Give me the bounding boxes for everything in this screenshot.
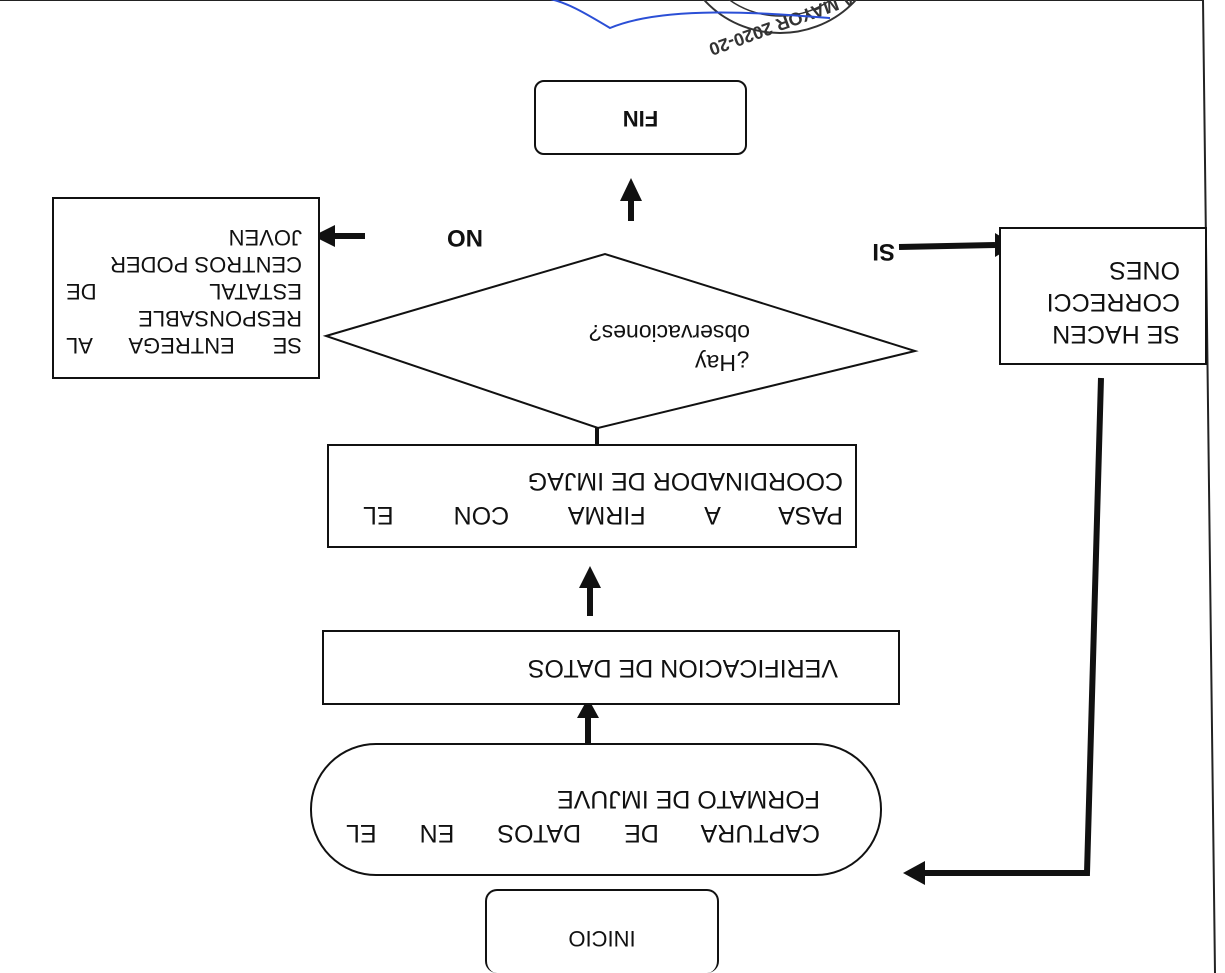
arrowhead [313,225,335,247]
delivery-line-2: RESPONSABLE [138,306,302,331]
arrowhead [903,861,925,885]
corrections-line-1: SE HACEN [1052,320,1180,348]
stamp-text: A MAYOR 2020-20 [706,0,857,59]
delivery-line-5: JOVEN [228,225,302,250]
verification-label: VERIFICACION DE DATOS [527,654,838,682]
corrections-node: SE HACEN CORRECCI ONES [999,227,1207,365]
start-label: INICIO [568,926,636,951]
delivery-line-1: SE ENTREGA AL [66,333,302,358]
capture-line-2: FORMATO DE IMJUVE [557,785,820,813]
signature-step-line-2: COORDINADOR DE IMJAG [527,467,843,495]
end-label: FIN [622,106,659,131]
corrections-line-2: CORRECCI [1046,288,1180,316]
capture-data-node: CAPTURA DE DATOS EN EL FORMATO DE IMJUVE [310,743,882,876]
signature-step-node: PASA A FIRMA CON EL COORDINADOR DE IMJAG [327,444,857,548]
delivery-line-4: CENTROS PODER [110,252,302,277]
arrowhead [577,698,599,718]
delivery-node: SE ENTREGA AL RESPONSABLE ESTATAL DE CEN… [52,197,320,379]
no-label: NO [447,224,483,251]
delivery-line-3: ESTATAL DE [66,279,302,304]
decision-line-1: ¿Hay [695,350,750,376]
end-node: FIN [534,80,747,155]
decision-line-2: observaciones? [588,320,750,346]
arrowhead [620,178,642,201]
capture-line-1: CAPTURA DE DATOS EN EL [346,819,820,847]
official-stamp: A MAYOR 2020-20 [679,0,881,59]
signature [544,0,831,30]
arrowhead [579,566,601,588]
corrections-line-3: ONES [1109,256,1180,284]
arrow-si-correcciones [898,242,996,250]
verification-node: VERIFICACION DE DATOS [322,630,900,705]
loop-correcciones-captura [925,377,1104,876]
decision-node: ¿Hay observaciones? [485,303,755,383]
yes-label: SI [872,238,895,265]
signature-step-line-1: PASA A FIRMA CON EL [363,501,843,529]
start-node: INICIO [485,889,719,973]
